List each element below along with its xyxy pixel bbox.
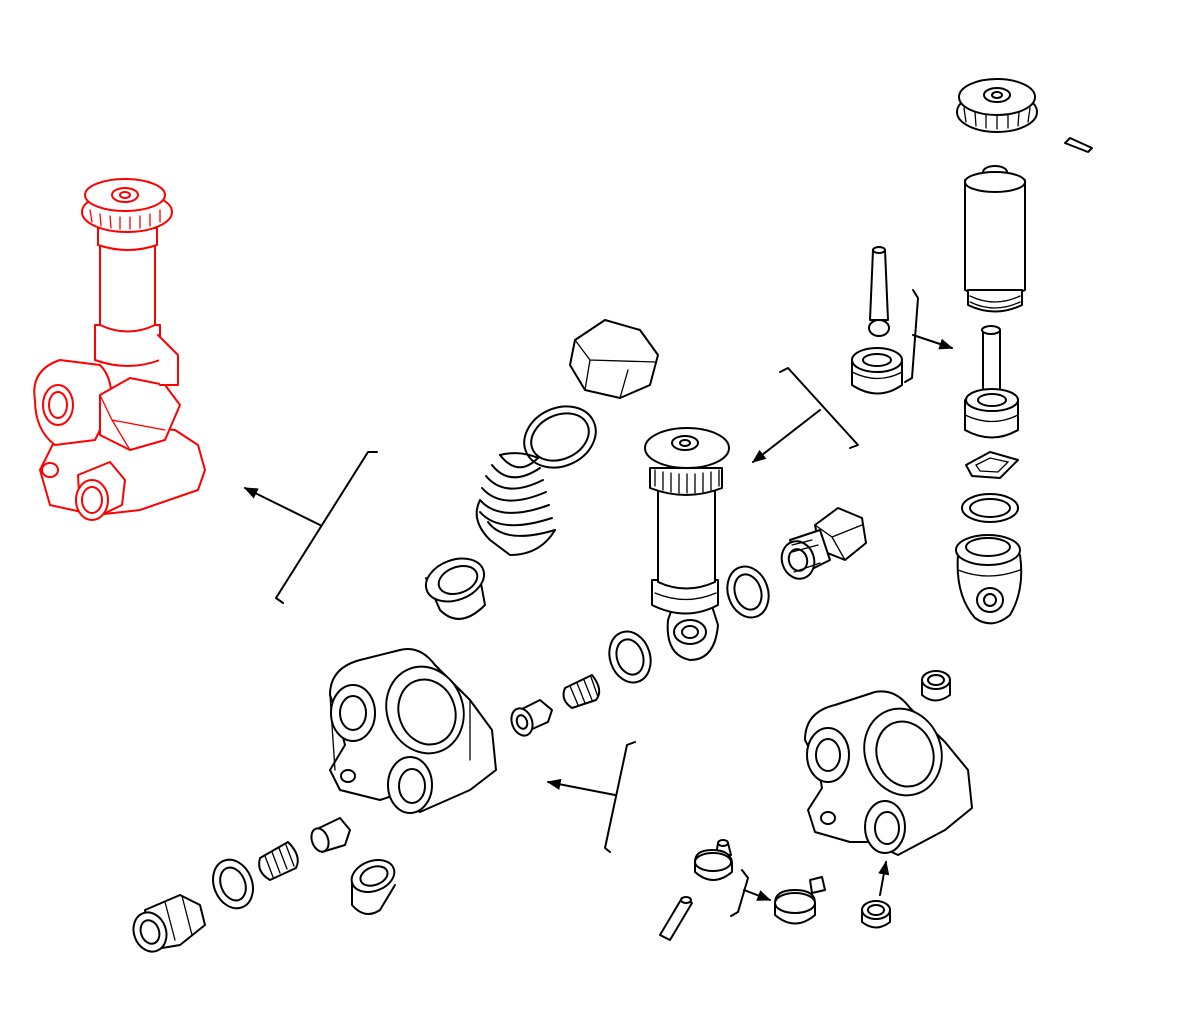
tappet-roller-right[interactable]: [955, 534, 1023, 625]
hex-union-fitting[interactable]: [128, 894, 206, 956]
valve-pin-lower[interactable]: [659, 896, 693, 941]
knurled-knob-right[interactable]: [956, 78, 1038, 133]
o-ring-large[interactable]: [514, 395, 606, 479]
piston-rod-right[interactable]: [981, 325, 1001, 396]
hex-cap[interactable]: [569, 319, 659, 399]
sleeve[interactable]: [420, 551, 490, 620]
small-bushing-lower[interactable]: [861, 900, 891, 929]
valve-spring-small-center[interactable]: [562, 674, 601, 709]
plunger-rod[interactable]: [868, 246, 890, 337]
check-valve-lower-2[interactable]: [774, 876, 826, 925]
pin[interactable]: [1064, 137, 1093, 153]
feed-pump-assembly-highlighted[interactable]: [33, 178, 206, 521]
pump-housing-center[interactable]: [329, 648, 497, 814]
small-bushing-right[interactable]: [921, 670, 951, 702]
check-valve-lower-1[interactable]: [694, 839, 733, 881]
valve-spring-small-left[interactable]: [258, 841, 299, 881]
pump-housing-right[interactable]: [804, 690, 973, 856]
seal-ring-stack[interactable]: [851, 347, 903, 395]
banjo-bolt[interactable]: [777, 507, 867, 583]
sealing-washer-1[interactable]: [721, 561, 775, 623]
valve-seat-right[interactable]: [964, 388, 1019, 439]
valve-spring-large[interactable]: [475, 452, 556, 556]
bushing-left[interactable]: [347, 854, 399, 915]
diamond-seal[interactable]: [965, 451, 1019, 479]
sealing-washer-left[interactable]: [206, 854, 260, 915]
pump-barrel-right[interactable]: [964, 165, 1026, 313]
pump-plunger-center[interactable]: [644, 427, 730, 661]
banjo-screw-left[interactable]: [308, 817, 351, 854]
leader-lines: [243, 289, 954, 917]
o-ring-right[interactable]: [961, 493, 1019, 523]
check-valve-small-center[interactable]: [508, 699, 553, 739]
sealing-washer-2[interactable]: [603, 626, 657, 688]
